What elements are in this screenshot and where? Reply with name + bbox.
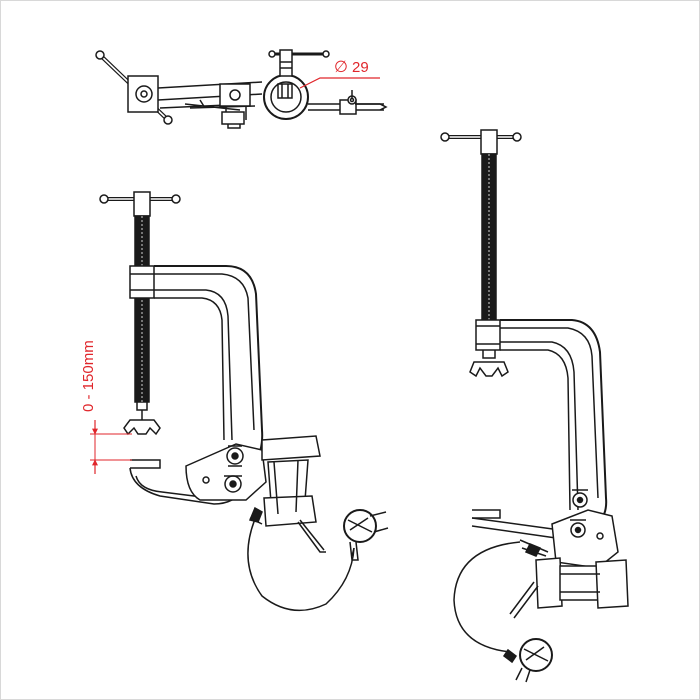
diameter-label: 29 <box>352 59 369 76</box>
diameter-symbol: ∅ <box>334 59 348 76</box>
diameter-dimension: ∅ 29 <box>299 59 380 89</box>
right-view-clamp <box>440 129 629 683</box>
range-label: 0 - 150mm <box>80 340 97 412</box>
top-view-clamp <box>95 49 388 129</box>
range-dimension: 0 - 150mm <box>80 340 132 474</box>
left-view-clamp <box>99 191 389 612</box>
